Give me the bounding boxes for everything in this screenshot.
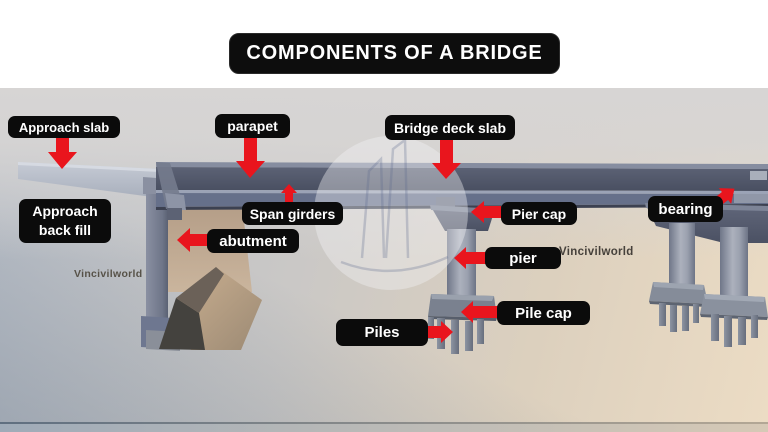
arrow-pile-cap	[461, 301, 498, 323]
label-span-girders: Span girders	[242, 202, 343, 225]
approach-slab-shape	[18, 162, 160, 198]
page-title-text: COMPONENTS OF A BRIDGE	[246, 42, 543, 64]
arrow-piles	[427, 321, 453, 343]
arrow-parapet	[236, 137, 265, 178]
arrow-bridge-deck-slab	[432, 140, 461, 179]
label-abutment: abutment	[207, 229, 299, 253]
page-title: COMPONENTS OF A BRIDGE	[229, 33, 560, 74]
watermark-right: Vincivilworld	[559, 246, 634, 258]
arrow-pier	[454, 247, 486, 269]
bottom-edge-strip	[0, 424, 768, 432]
label-approach-slab: Approach slab	[8, 116, 120, 138]
label-pier: pier	[485, 247, 561, 269]
label-parapet: parapet	[215, 114, 290, 138]
label-pile-cap: Pile cap	[497, 301, 590, 325]
arrow-approach-slab	[48, 138, 77, 169]
arrow-span-girders	[281, 184, 297, 202]
watermark-left: Vincivilworld	[74, 268, 143, 280]
abutment-wedge-block	[159, 267, 262, 350]
callout-arrows	[48, 137, 735, 343]
vincivilworld-logo-watermark	[314, 136, 468, 290]
label-approach-back-fill: Approach back fill	[19, 199, 111, 243]
label-pier-cap: Pier cap	[501, 202, 577, 225]
label-piles: Piles	[336, 319, 428, 346]
label-bridge-deck-slab: Bridge deck slab	[385, 115, 515, 140]
arrow-pier-cap	[471, 201, 501, 223]
bridge-render-background	[0, 88, 768, 432]
arrow-abutment	[177, 228, 208, 252]
bottom-edge-line	[0, 422, 768, 424]
label-bearing: bearing	[648, 196, 723, 222]
